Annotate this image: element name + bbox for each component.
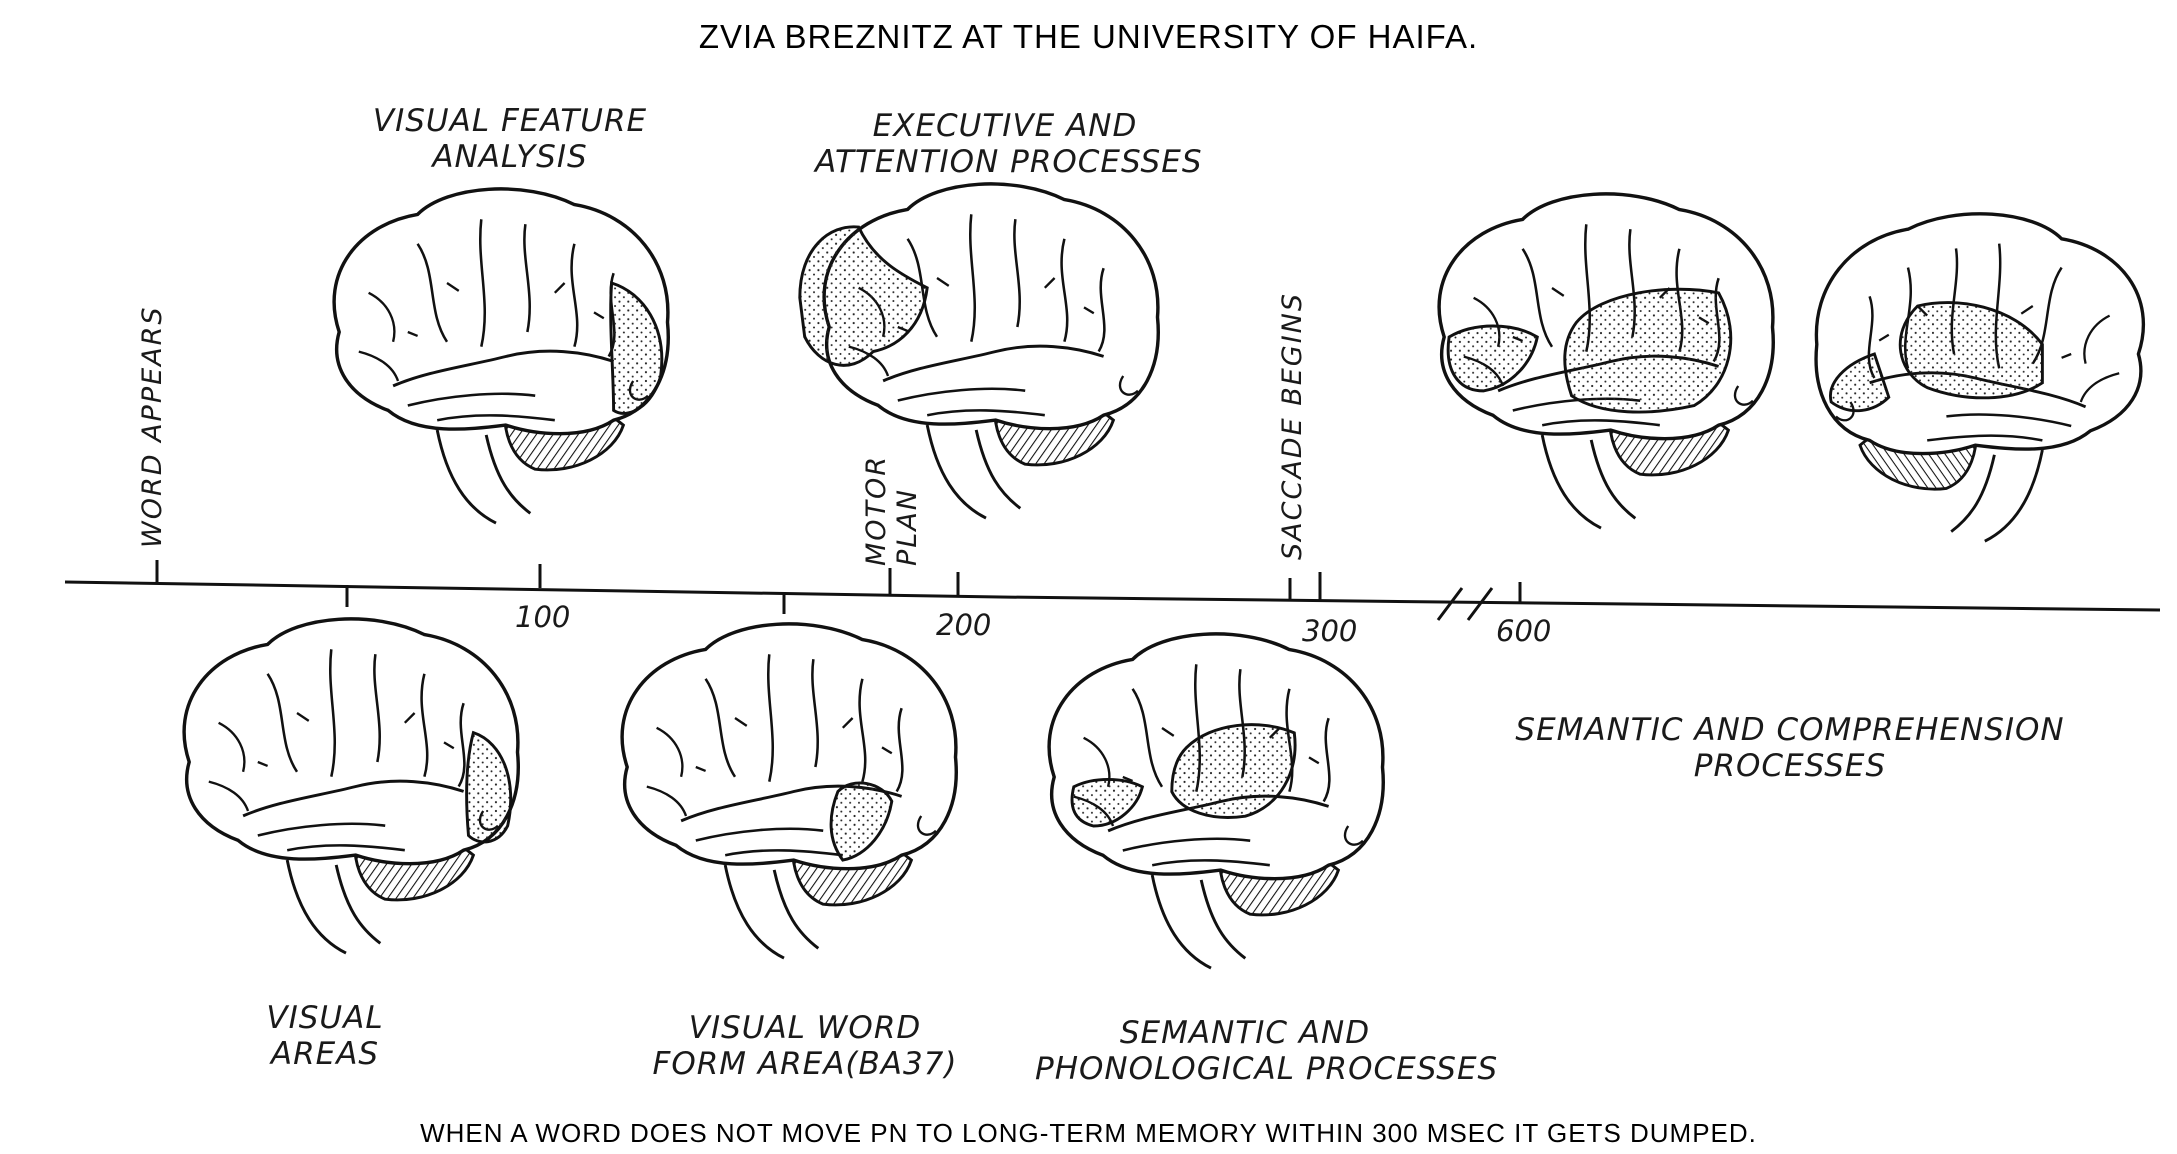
- label-executive-line1: EXECUTIVE AND: [815, 108, 1195, 144]
- label-executive: EXECUTIVE AND ATTENTION PROCESSES: [815, 108, 1195, 180]
- diagram-caption: WHEN A WORD DOES NOT MOVE PN TO LONG-TER…: [0, 1118, 2177, 1149]
- label-visual-areas-line1: VISUAL: [240, 1000, 410, 1036]
- label-semantic-phon-line2: PHONOLOGICAL PROCESSES: [1035, 1051, 1455, 1087]
- brain-word-form: [622, 624, 956, 958]
- label-semantic-comp-line1: SEMANTIC AND COMPREHENSION: [1500, 712, 2080, 748]
- brain-saccade-1: [1439, 194, 1773, 528]
- brain-semantic-phon: [1049, 634, 1383, 968]
- tick-label-600: 600: [1496, 614, 1551, 648]
- brain-visual-areas: [184, 619, 518, 953]
- label-word-form-line1: VISUAL WORD: [640, 1010, 970, 1046]
- tick-label-300: 300: [1302, 614, 1357, 648]
- label-visual-areas-line2: AREAS: [240, 1036, 410, 1072]
- label-executive-line2: ATTENTION PROCESSES: [815, 144, 1195, 180]
- saccade-begins-label: SACCADE BEGINS: [1278, 292, 1308, 560]
- tick-label-200: 200: [936, 608, 991, 642]
- label-visual-feature-line1: VISUAL FEATURE: [345, 103, 675, 139]
- brain-saccade-2: [1816, 214, 2143, 541]
- word-appears-label: WORD APPEARS: [138, 305, 168, 548]
- motor-plan-label-line1: MOTOR: [862, 455, 892, 566]
- label-semantic-comp: SEMANTIC AND COMPREHENSION PROCESSES: [1500, 712, 2080, 784]
- label-semantic-comp-line2: PROCESSES: [1500, 748, 2080, 784]
- label-visual-feature-line2: ANALYSIS: [345, 139, 675, 175]
- brain-executive: [800, 184, 1158, 518]
- label-word-form-line2: FORM AREA(BA37): [640, 1046, 970, 1082]
- label-word-form: VISUAL WORD FORM AREA(BA37): [640, 1010, 970, 1082]
- tick-label-100: 100: [515, 600, 570, 634]
- label-visual-feature: VISUAL FEATURE ANALYSIS: [345, 103, 675, 175]
- motor-plan-label-line2: PLAN: [893, 488, 923, 566]
- label-visual-areas: VISUAL AREAS: [240, 1000, 410, 1072]
- timeline-axis: [65, 560, 2160, 620]
- label-semantic-phon: SEMANTIC AND PHONOLOGICAL PROCESSES: [1035, 1015, 1455, 1087]
- brain-visual-feature: [334, 189, 668, 523]
- label-semantic-phon-line1: SEMANTIC AND: [1035, 1015, 1455, 1051]
